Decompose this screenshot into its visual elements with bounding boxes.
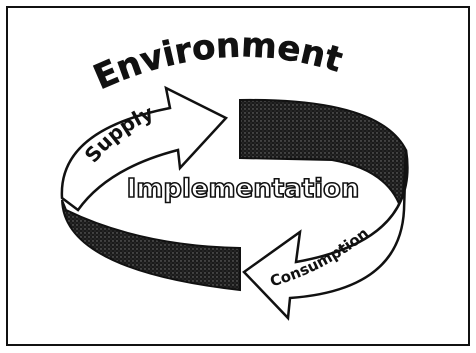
diagram-title-path: Environment xyxy=(88,25,348,98)
consumption-arrow xyxy=(242,149,409,321)
slide-frame xyxy=(6,6,470,346)
left-ring-band xyxy=(61,199,241,292)
center-label: Implementation xyxy=(127,174,360,204)
supply-arrow xyxy=(60,85,229,212)
diagram-title: Environment xyxy=(88,25,347,98)
